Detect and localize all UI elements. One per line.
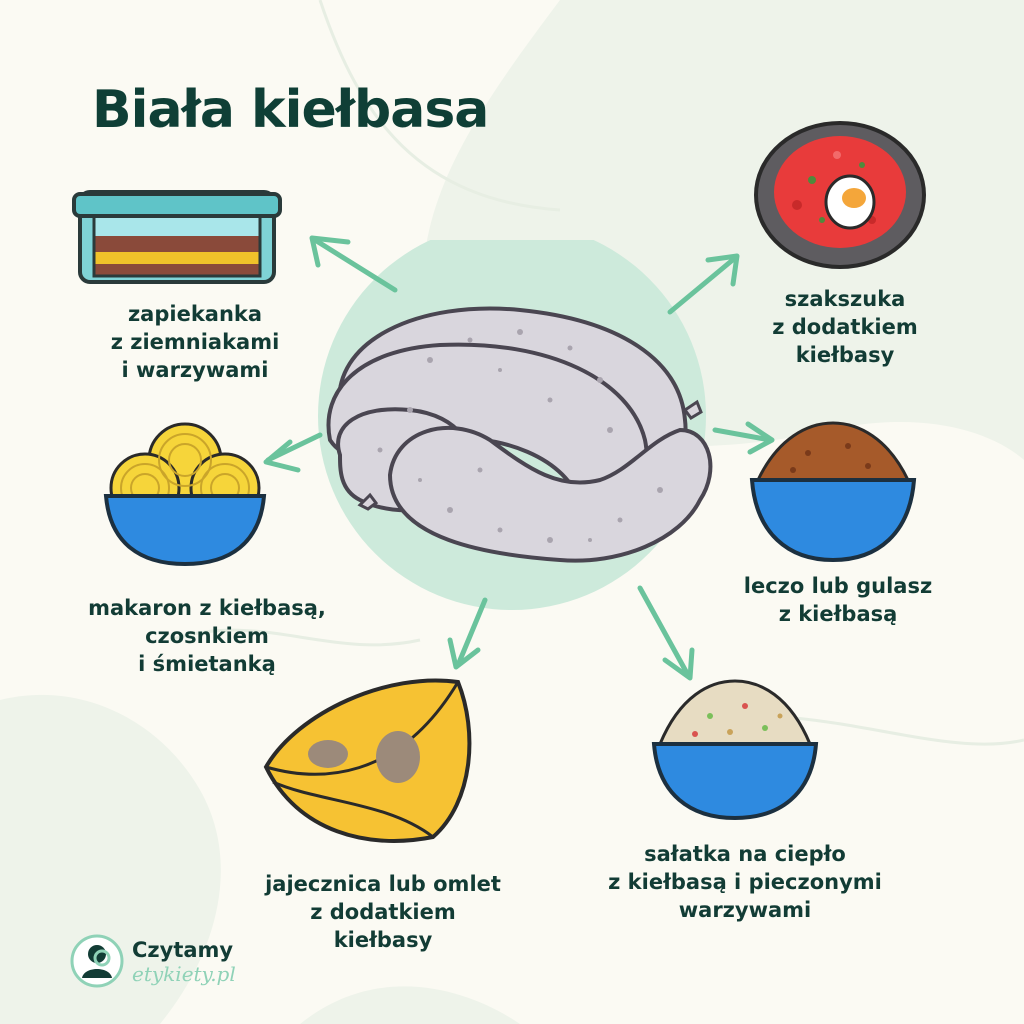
white-sausage-illustration bbox=[318, 240, 713, 610]
logo: Czytamy etykiety.pl bbox=[70, 930, 270, 994]
arrow-icon bbox=[712, 421, 775, 455]
casserole-dish-icon bbox=[72, 190, 282, 284]
arrow-icon bbox=[447, 597, 488, 670]
arrow-icon bbox=[637, 585, 695, 681]
logo-text-bottom: etykiety.pl bbox=[132, 962, 236, 986]
logo-text-top: Czytamy bbox=[132, 938, 234, 962]
logo-mark-icon bbox=[70, 934, 124, 988]
salad-bowl-icon bbox=[651, 679, 819, 821]
arrow-icon bbox=[263, 432, 323, 473]
arrow-icon bbox=[667, 253, 740, 315]
page-title: Biała kiełbasa bbox=[92, 80, 489, 140]
shakshuka-pan-icon bbox=[754, 121, 926, 269]
pasta-bowl-icon bbox=[103, 422, 267, 567]
stew-bowl-icon bbox=[749, 421, 917, 563]
arrow-icon bbox=[309, 235, 398, 293]
omelette-icon bbox=[263, 678, 472, 843]
